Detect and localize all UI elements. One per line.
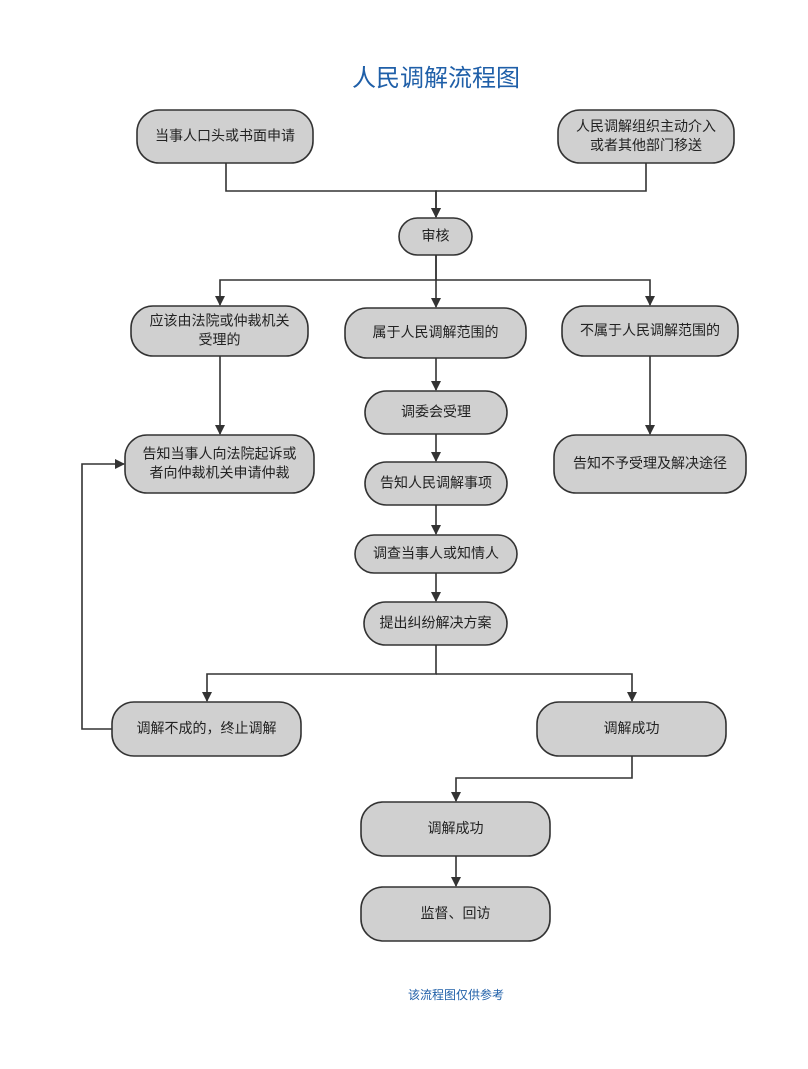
flow-node-n11: 调查当事人或知情人	[354, 534, 518, 574]
edge-n14-to-n15	[451, 756, 633, 802]
flow-node-box	[561, 305, 739, 357]
flow-node-label: 告知不予受理及解决途径	[573, 455, 727, 472]
flow-node-n5: 属于人民调解范围的	[344, 307, 527, 359]
flow-node-box	[553, 434, 747, 494]
flow-node-box	[360, 886, 551, 942]
flow-node-label: 提出纠纷解决方案	[380, 615, 492, 632]
flow-node-label: 调查当事人或知情人	[373, 545, 499, 562]
edge-n3-to-n4	[215, 255, 437, 306]
flow-node-n6: 不属于人民调解范围的	[561, 305, 739, 357]
flow-node-label: 调解成功	[428, 821, 484, 837]
edge-n12-to-n13	[202, 645, 437, 702]
flow-node-n12: 提出纠纷解决方案	[363, 601, 508, 646]
edge-n13-to-n7	[81, 459, 125, 730]
flow-node-box	[364, 461, 508, 506]
flow-node-n3: 审核	[398, 217, 473, 256]
flow-node-label: 应该由法院或仲裁机关	[150, 313, 290, 330]
flow-node-n16: 监督、回访	[360, 886, 551, 942]
flow-node-label: 人民调解组织主动介入	[576, 119, 716, 135]
flow-node-box	[136, 109, 314, 164]
footnote: 该流程图仅供参考	[407, 988, 504, 1002]
flow-node-label: 不属于人民调解范围的	[580, 322, 720, 339]
flow-node-label: 监督、回访	[421, 906, 491, 922]
flow-node-box	[111, 701, 302, 757]
flow-node-label: 属于人民调解范围的	[373, 324, 499, 341]
flow-node-box	[363, 601, 508, 646]
flow-node-label: 调解不成的，终止调解	[137, 721, 277, 737]
flow-node-label: 者向仲裁机关申请仲裁	[150, 466, 290, 482]
flow-node-label: 告知人民调解事项	[380, 475, 492, 492]
flow-node-label: 告知当事人向法院起诉或	[143, 446, 297, 463]
flow-node-n10: 告知人民调解事项	[364, 461, 508, 506]
flow-node-label: 调委会受理	[401, 405, 471, 421]
flow-node-n13: 调解不成的，终止调解	[111, 701, 302, 757]
flow-node-box	[364, 390, 508, 435]
flow-node-box	[124, 434, 315, 494]
flow-node-n15: 调解成功	[360, 801, 551, 857]
flow-node-box	[398, 217, 473, 256]
flow-node-label: 当事人口头或书面申请	[155, 129, 295, 145]
edge-n12-to-n14	[436, 673, 637, 702]
edge-n3-to-n6	[436, 279, 655, 306]
diagram-title: 人民调解流程图	[352, 64, 520, 92]
flow-node-box	[354, 534, 518, 574]
flow-node-label: 受理的	[199, 333, 241, 349]
flow-node-n8: 调委会受理	[364, 390, 508, 435]
flow-node-box	[557, 109, 735, 164]
flow-node-box	[360, 801, 551, 857]
flow-node-box	[344, 307, 527, 359]
flow-node-label: 或者其他部门移送	[590, 138, 702, 154]
flow-node-label: 调解成功	[604, 721, 660, 737]
edge-n2-to-n3	[431, 163, 647, 218]
flow-node-n1: 当事人口头或书面申请	[136, 109, 314, 164]
flow-node-label: 审核	[422, 229, 450, 245]
flow-node-n9: 告知不予受理及解决途径	[553, 434, 747, 494]
flow-node-n14: 调解成功	[536, 701, 727, 757]
flow-node-box	[536, 701, 727, 757]
edge-n1-to-n3	[225, 163, 441, 218]
flow-node-box	[130, 305, 309, 357]
